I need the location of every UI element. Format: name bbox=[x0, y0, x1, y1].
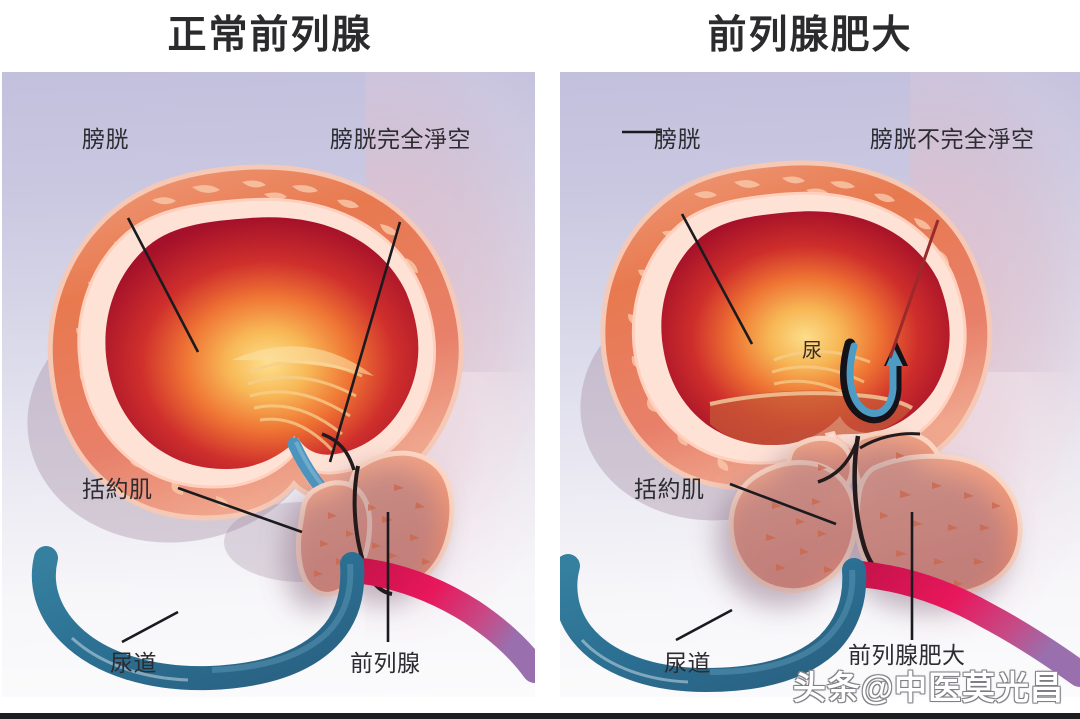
label-sphincter-enlarged: 括約肌 bbox=[634, 476, 705, 502]
label-urethra-enlarged: 尿道 bbox=[664, 650, 711, 676]
enlarged-prostate-illustration bbox=[560, 130, 1080, 693]
label-urine: 尿 bbox=[802, 340, 823, 362]
normal-prostate-illustration bbox=[27, 164, 535, 691]
label-urethra-normal: 尿道 bbox=[110, 650, 157, 676]
panel-normal-prostate: 膀胱 膀胱完全淨空 括約肌 尿道 前列腺 bbox=[2, 72, 535, 697]
label-bladder-empty-normal: 膀胱完全淨空 bbox=[330, 126, 471, 152]
panel-title-normal: 正常前列腺 bbox=[167, 14, 373, 57]
label-prostate-enlarged: 前列腺肥大 bbox=[848, 642, 966, 668]
label-bladder-not-empty-enlarged: 膀胱不完全淨空 bbox=[870, 126, 1035, 152]
label-sphincter-normal: 括約肌 bbox=[82, 476, 153, 502]
label-bladder-normal: 膀胱 bbox=[82, 126, 129, 152]
bottom-bar bbox=[0, 713, 1080, 719]
panel-title-enlarged: 前列腺肥大 bbox=[707, 14, 913, 57]
panel-enlarged-prostate: 膀胱 膀胱不完全淨空 尿 括約肌 尿道 前列腺肥大 bbox=[560, 72, 1080, 697]
label-bladder-enlarged: 膀胱 bbox=[654, 126, 701, 152]
watermark: 头条@中医莫光昌 bbox=[792, 669, 1064, 706]
label-prostate-normal: 前列腺 bbox=[350, 650, 421, 676]
